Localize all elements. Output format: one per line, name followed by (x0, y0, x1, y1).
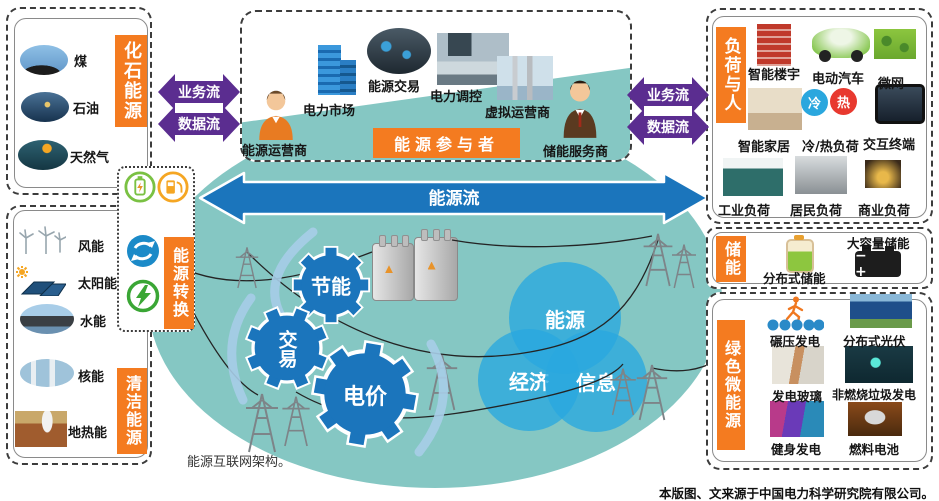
gear-electricity-price-label: 电价 (342, 385, 388, 410)
energy-operator-person-icon (259, 90, 293, 140)
wind-energy-label: 风能 (78, 240, 105, 255)
green-power-icon (126, 279, 160, 313)
oil-photo (21, 92, 69, 122)
distributed-pv-label: 分布式光伏 (843, 334, 906, 349)
electric-vehicle-photo (812, 28, 870, 62)
energy-conversion-title: 能源转换 (164, 237, 194, 329)
coal-photo (20, 45, 68, 75)
energy-flow-arrow: 能源流 (198, 171, 710, 225)
source-caption: 本版图、文来源于中国电力科学研究院有限公司。 (658, 486, 934, 501)
business-flow-arrow-right: 业务流 (627, 77, 709, 113)
fuel-cell-photo (848, 402, 902, 436)
smart-home-label: 智能家居 (738, 140, 791, 155)
fuel-cell-label: 燃料电池 (849, 442, 900, 457)
energy-trading-photo (367, 28, 431, 74)
virtual-operator-label: 虚拟运营商 (485, 106, 551, 121)
oil-label: 石油 (73, 102, 100, 117)
fossil-energy-title: 化石能源 (115, 35, 147, 127)
commercial-load-label: 商业负荷 (858, 204, 911, 219)
power-glass-label: 发电玻璃 (772, 389, 823, 404)
load-and-people-title: 负荷与人 (716, 27, 746, 123)
power-market-building-icon (318, 45, 358, 98)
data-flow-arrow-right: 数据流 (627, 109, 709, 145)
waste-power-label: 非燃烧垃圾发电 (832, 388, 917, 402)
large-capacity-storage-label: 大容量储能 (847, 236, 910, 251)
gear-trading-label: 交易 (275, 330, 298, 368)
virtual-operator-photo (497, 56, 553, 100)
solar-panels-icon (16, 266, 66, 296)
nuclear-photo (20, 359, 74, 387)
venn-energy-label: 能源 (545, 307, 585, 332)
wind-turbines-icon (19, 226, 66, 254)
waste-power-photo (845, 346, 913, 383)
battery-conversion-icon (124, 171, 156, 203)
fitness-power-photo (770, 401, 824, 437)
recycle-arrows-icon (127, 235, 159, 267)
fitness-power-label: 健身发电 (771, 442, 822, 457)
data-flow-label: 数据流 (178, 116, 220, 133)
microgrid-photo (874, 29, 916, 59)
pressure-power-label: 碾压发电 (770, 334, 821, 349)
energy-operator-label: 能源运营商 (242, 144, 308, 159)
green-micro-energy-title: 绿色微能源 (717, 320, 745, 450)
venn-economy-label: 经济 (509, 369, 549, 394)
transformer-graphic (414, 229, 458, 301)
business-flow-arrow-left: 业务流 (158, 74, 240, 110)
business-flow-label: 业务流 (647, 87, 689, 104)
residential-load-label: 居民负荷 (790, 204, 843, 219)
business-flow-label: 业务流 (178, 84, 220, 101)
storage-provider-label: 储能服务商 (543, 145, 609, 160)
hot-load-icon: 热 (830, 88, 857, 115)
natural-gas-photo (18, 140, 68, 170)
coal-label: 煤 (74, 55, 88, 70)
industrial-load-label: 工业负荷 (718, 204, 771, 219)
clean-energy-title: 清洁能源 (117, 368, 147, 454)
power-glass-photo (772, 346, 824, 384)
data-flow-label: 数据流 (647, 119, 689, 136)
natural-gas-label: 天然气 (70, 151, 110, 166)
distributed-storage-battery-icon (786, 235, 814, 273)
power-dispatch-label: 电力调控 (430, 90, 483, 105)
microgrid-label: 微网 (878, 77, 905, 92)
industrial-load-photo (723, 158, 783, 196)
smart-building-photo (757, 24, 791, 66)
energy-flow-label: 能源流 (429, 188, 480, 209)
interactive-terminal-photo (875, 84, 925, 124)
geothermal-energy-label: 地热能 (68, 426, 108, 441)
solar-energy-label: 太阳能 (78, 277, 118, 292)
smart-home-photo (748, 88, 802, 130)
nuclear-energy-label: 核能 (78, 370, 105, 385)
hydro-energy-label: 水能 (80, 315, 107, 330)
gears-graphic (227, 227, 448, 457)
pressure-power-icon (767, 296, 824, 331)
energy-storage-title: 储能 (716, 236, 746, 282)
distributed-storage-label: 分布式储能 (763, 271, 826, 286)
data-flow-arrow-left: 数据流 (158, 106, 240, 142)
interactive-terminal-label: 交互终端 (863, 138, 916, 153)
distributed-pv-photo (850, 294, 912, 328)
energy-participants-banner: 能源参与者 (373, 128, 520, 158)
gear-energy-saving-label: 节能 (311, 274, 351, 299)
hydro-photo (20, 304, 74, 334)
electric-vehicle-label: 电动汽车 (812, 72, 865, 87)
commercial-load-photo (865, 160, 901, 188)
geothermal-photo (15, 411, 67, 447)
storage-provider-person-icon (563, 80, 597, 138)
energy-trading-label: 能源交易 (368, 80, 421, 95)
smart-building-label: 智能楼宇 (748, 68, 801, 83)
fuel-pump-icon (157, 171, 189, 203)
architecture-caption: 能源互联网架构。 (187, 455, 292, 470)
cold-load-icon: 冷 (801, 89, 828, 116)
cold-hot-load-label: 冷/热负荷 (802, 140, 859, 155)
large-battery-icon: − + (855, 246, 901, 280)
residential-load-photo (795, 156, 847, 194)
power-market-label: 电力市场 (303, 104, 356, 119)
